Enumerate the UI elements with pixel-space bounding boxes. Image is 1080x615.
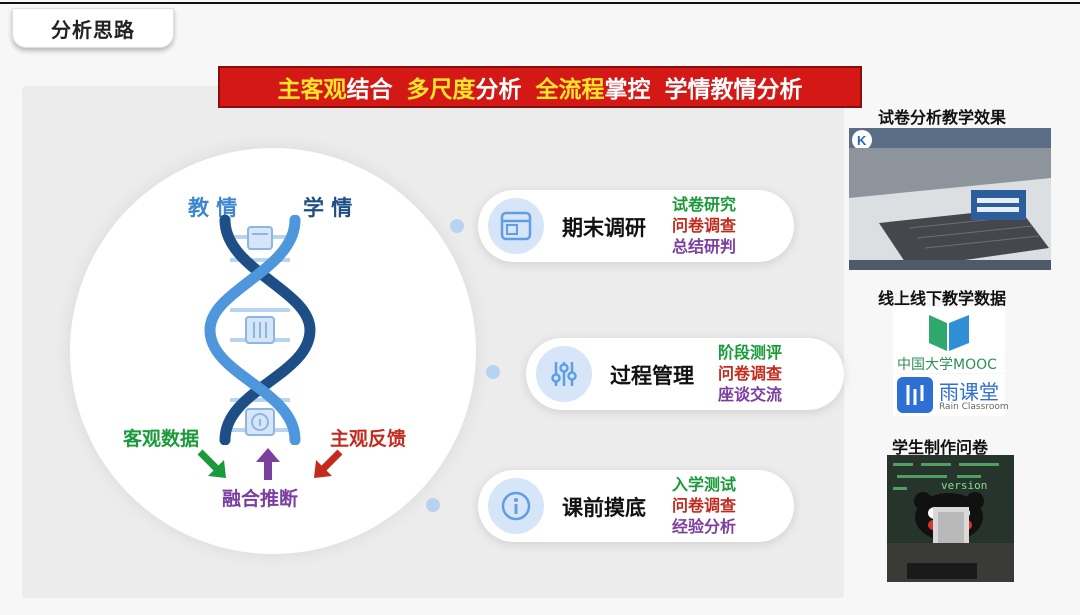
rain-classroom-en: Rain Classroom <box>939 402 1009 412</box>
stage-item: 试卷研究 <box>672 194 736 215</box>
version-text: version <box>941 479 987 492</box>
connector-dot-2 <box>486 365 500 379</box>
banner-seg3-text: 掌控 <box>605 70 651 104</box>
banner-seg1-highlight: 主客观 <box>278 70 347 104</box>
stage-item: 阶段测评 <box>718 342 782 363</box>
stage-process-management[interactable]: 过程管理 阶段测评 问卷调查 座谈交流 <box>526 338 844 410</box>
banner-seg1-text: 结合 <box>347 70 393 104</box>
connector-dot-3 <box>426 498 440 512</box>
stage-item: 入学测试 <box>672 474 736 495</box>
stage-title: 过程管理 <box>610 360 694 390</box>
info-icon <box>488 478 544 534</box>
section-tab-label: 分析思路 <box>51 14 135 43</box>
rain-classroom-logo[interactable]: 雨课堂 Rain Classroom <box>893 374 1005 416</box>
arrow-purple-icon <box>256 448 280 480</box>
section-tab[interactable]: 分析思路 <box>12 8 174 48</box>
stage-item: 座谈交流 <box>718 384 782 405</box>
dna-window-icon <box>248 227 272 249</box>
right-heading-online: 线上线下教学数据 <box>878 285 1006 309</box>
headline-banner: 主客观结合 多尺度分析 全流程掌控 学情教情分析 <box>218 66 862 108</box>
stage-item: 问卷调查 <box>672 495 736 516</box>
banner-seg4-text: 学情教情分析 <box>665 70 803 104</box>
right-heading-exam: 试卷分析教学效果 <box>878 104 1006 128</box>
student-questionnaire-photo[interactable]: version <box>887 455 1014 582</box>
dna-info-icon <box>246 409 274 435</box>
stage-final-survey[interactable]: 期末调研 试卷研究 问卷调查 总结研判 <box>478 190 794 262</box>
stage-title: 期末调研 <box>562 212 646 242</box>
dna-sliders-icon <box>246 317 274 343</box>
mooc-logo[interactable]: 中国大学MOOC <box>893 307 1005 373</box>
student-photo-image <box>887 455 1014 582</box>
stage-item: 总结研判 <box>672 236 736 257</box>
connector-dot-1 <box>450 219 464 233</box>
stage-item: 问卷调查 <box>718 363 782 384</box>
stage-item: 经验分析 <box>672 516 736 537</box>
rain-classroom-cn: 雨课堂 <box>939 376 999 405</box>
svg-text:K: K <box>857 133 867 148</box>
dna-label-fusion: 融合推断 <box>222 484 298 511</box>
banner-seg2-text: 分析 <box>476 70 522 104</box>
arrow-red-icon <box>314 452 340 478</box>
exam-analysis-screenshot[interactable]: K <box>849 128 1051 270</box>
laptop-photo-image: K <box>849 128 1051 270</box>
stage-pre-course[interactable]: 课前摸底 入学测试 问卷调查 经验分析 <box>478 470 794 542</box>
banner-seg2-highlight: 多尺度 <box>407 70 476 104</box>
window-icon <box>488 198 544 254</box>
rain-classroom-icon <box>895 375 935 415</box>
mooc-logo-text: 中国大学MOOC <box>897 354 997 374</box>
arrow-green-icon <box>200 452 226 478</box>
banner-seg3-highlight: 全流程 <box>536 70 605 104</box>
stage-item: 问卷调查 <box>672 215 736 236</box>
dna-helix-graphic <box>180 215 340 445</box>
sliders-icon <box>536 346 592 402</box>
stage-title: 课前摸底 <box>562 492 646 522</box>
top-border-line <box>0 2 1080 4</box>
fusion-arrows <box>190 446 350 486</box>
